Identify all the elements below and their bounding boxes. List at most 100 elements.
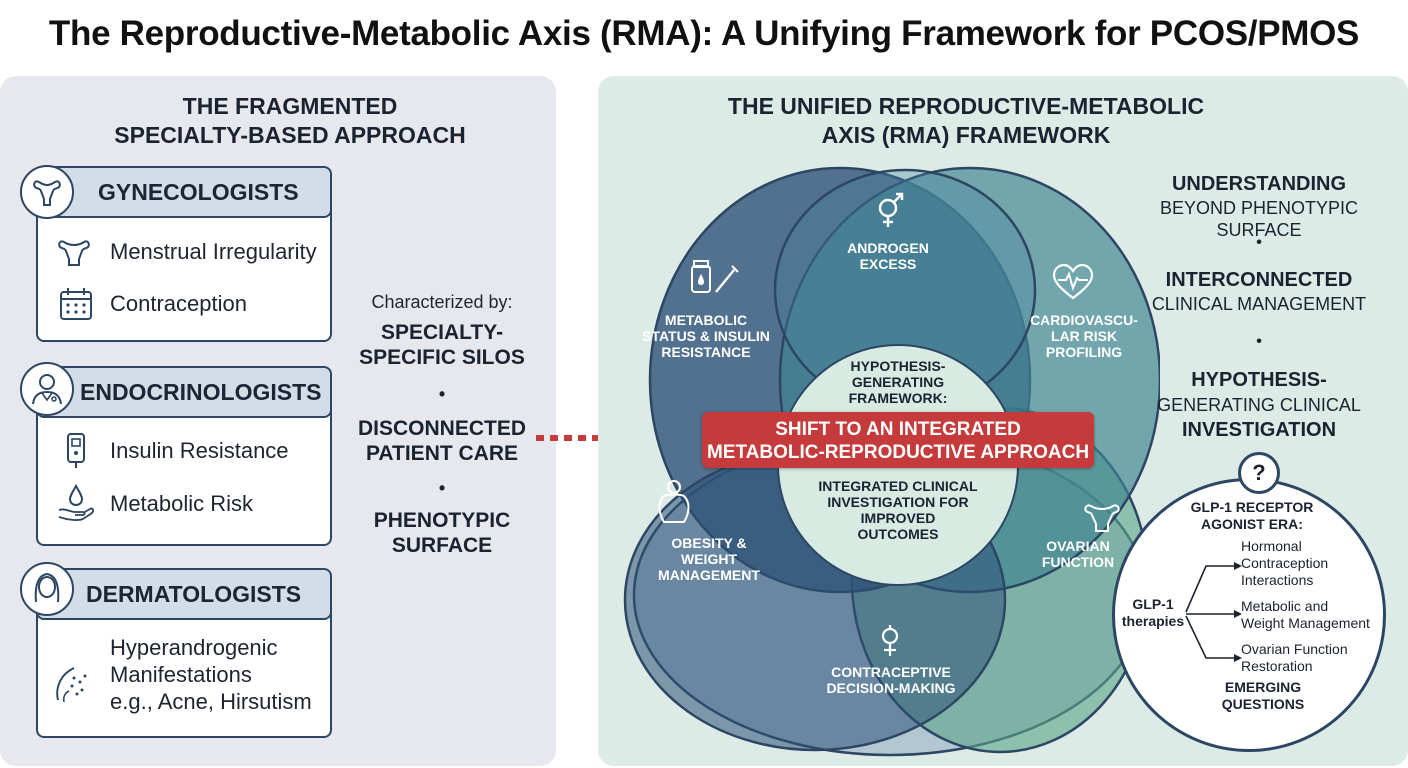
gender-symbol-icon bbox=[878, 192, 904, 227]
emerging-line1: EMERGING bbox=[1224, 679, 1302, 695]
benefit-hypothesis-text: GENERATING CLINICAL bbox=[1157, 395, 1361, 415]
ovarian-line2: FUNCTION bbox=[1041, 554, 1115, 570]
hyperandrogenic-line3: e.g., Acne, Hirsutism bbox=[110, 689, 312, 714]
glp-heading-line2: AGONIST ERA: bbox=[1201, 516, 1303, 532]
characterized-by-label: Characterized by: bbox=[371, 292, 513, 312]
endocrinologists-label: ENDOCRINOLOGISTS bbox=[80, 379, 322, 405]
metabolic-line3: RESISTANCE bbox=[661, 344, 751, 360]
hyperandrogenic-line1: Hyperandrogenic bbox=[110, 635, 278, 660]
unified-framework-heading: THE UNIFIED REPRODUCTIVE-METABOLIC AXIS … bbox=[636, 92, 1296, 150]
target1-line1: Hormonal bbox=[1241, 538, 1302, 554]
uterus-icon bbox=[20, 165, 74, 219]
glp-source-line2: therapies bbox=[1121, 613, 1185, 629]
integrated-investigation-label: INTEGRATED CLINICAL INVESTIGATION FOR IM… bbox=[798, 478, 998, 542]
investigation-line4: OUTCOMES bbox=[857, 526, 939, 542]
benefit-investigation-title: INVESTIGATION bbox=[1181, 419, 1337, 441]
glp-target-metabolic: Metabolic and Weight Management bbox=[1241, 598, 1370, 632]
integrated-approach-banner: SHIFT TO AN INTEGRATED METABOLIC-REPRODU… bbox=[702, 412, 1094, 468]
gynecologists-header: GYNECOLOGISTS bbox=[36, 166, 332, 218]
skin-icon bbox=[52, 664, 92, 704]
obesity-weight-label: OBESITY & WEIGHT MANAGEMENT bbox=[644, 535, 774, 583]
glp1-era-circle bbox=[1112, 478, 1386, 752]
cardio-line1: CARDIOVASCU- bbox=[1030, 312, 1138, 328]
venn-diagram bbox=[623, 166, 1160, 757]
metabolic-line2: STATUS & INSULIN bbox=[642, 328, 770, 344]
cardio-line3: PROFILING bbox=[1045, 344, 1123, 360]
benefit-understanding-title: UNDERSTANDING bbox=[1171, 173, 1347, 195]
investigation-line1: INTEGRATED CLINICAL bbox=[818, 478, 978, 494]
androgen-excess-label: ANDROGEN EXCESS bbox=[818, 240, 958, 272]
bullet-separator: • bbox=[1256, 234, 1262, 251]
androgen-line2: EXCESS bbox=[859, 256, 917, 272]
doctor-icon bbox=[20, 362, 74, 416]
gynecologists-label: GYNECOLOGISTS bbox=[98, 179, 299, 205]
glp1-therapies-label: GLP-1 therapies bbox=[1118, 596, 1188, 630]
unified-heading-line2: AXIS (RMA) FRAMEWORK bbox=[821, 122, 1111, 148]
banner-line1: SHIFT TO AN INTEGRATED bbox=[775, 419, 1021, 440]
bullet-separator: • bbox=[438, 478, 446, 498]
fragmented-heading-line2: SPECIALTY-BASED APPROACH bbox=[114, 122, 466, 148]
drop-hand-icon bbox=[56, 482, 96, 522]
ovarian-line1: OVARIAN bbox=[1046, 538, 1110, 554]
investigation-line3: IMPROVED bbox=[860, 510, 936, 526]
contraception-label: Contraception bbox=[110, 291, 247, 316]
target1-line3: Interactions bbox=[1241, 572, 1314, 588]
glp1-era-heading: GLP-1 RECEPTOR AGONIST ERA: bbox=[1182, 499, 1322, 533]
obesity-line3: MANAGEMENT bbox=[658, 567, 760, 583]
metabolic-risk-label: Metabolic Risk bbox=[110, 491, 254, 516]
disconnected-line1: DISCONNECTED bbox=[357, 417, 526, 440]
characteristic-silos: SPECIALTY- SPECIFIC SILOS bbox=[352, 320, 532, 370]
emerging-questions-label: EMERGING QUESTIONS bbox=[1198, 679, 1328, 713]
glp-heading-line1: GLP-1 RECEPTOR bbox=[1190, 499, 1314, 515]
dermatologists-label: DERMATOLOGISTS bbox=[86, 581, 302, 607]
hypothesis-line1: HYPOTHESIS- bbox=[850, 358, 946, 374]
benefit-interconnected-text: CLINICAL MANAGEMENT bbox=[1151, 294, 1367, 314]
unified-heading-line1: THE UNIFIED REPRODUCTIVE-METABOLIC bbox=[727, 93, 1205, 119]
metabolic-status-label: METABOLIC STATUS & INSULIN RESISTANCE bbox=[632, 312, 780, 360]
phenotypic-line2: SURFACE bbox=[391, 534, 493, 557]
insulin-resistance-label: Insulin Resistance bbox=[110, 438, 289, 463]
cardiovascular-risk-label: CARDIOVASCU- LAR RISK PROFILING bbox=[1016, 312, 1152, 360]
glp-source-line1: GLP-1 bbox=[1132, 596, 1174, 612]
obesity-line1: OBESITY & bbox=[671, 535, 747, 551]
woman-face-icon bbox=[20, 562, 74, 616]
calendar-icon bbox=[56, 284, 96, 324]
body-icon bbox=[658, 480, 690, 523]
fragmented-approach-heading: THE FRAGMENTED SPECIALTY-BASED APPROACH bbox=[60, 92, 520, 150]
menstrual-irregularity-label: Menstrual Irregularity bbox=[110, 239, 317, 264]
target3-line1: Ovarian Function bbox=[1241, 641, 1348, 657]
cardio-line2: LAR RISK bbox=[1050, 328, 1118, 344]
medication-icon bbox=[691, 260, 739, 293]
benefit-hypothesis-title: HYPOTHESIS- bbox=[1191, 369, 1327, 391]
ovarian-function-label: OVARIAN FUNCTION bbox=[1026, 538, 1130, 570]
silos-line2: SPECIFIC SILOS bbox=[359, 346, 525, 369]
phenotypic-line1: PHENOTYPIC bbox=[373, 509, 511, 532]
characteristic-phenotypic-surface: PHENOTYPIC SURFACE bbox=[352, 508, 532, 558]
fragmented-heading-line1: THE FRAGMENTED bbox=[182, 93, 398, 119]
metabolic-line1: METABOLIC bbox=[664, 312, 748, 328]
glp-target-ovarian: Ovarian Function Restoration bbox=[1241, 641, 1348, 675]
obesity-line2: WEIGHT bbox=[681, 551, 737, 567]
benefit-interconnected-title: INTERCONNECTED bbox=[1165, 269, 1353, 291]
glp1-arrows bbox=[1185, 562, 1242, 662]
hypothesis-framework-label: HYPOTHESIS- GENERATING FRAMEWORK: bbox=[808, 358, 988, 406]
glucose-meter-icon bbox=[56, 430, 96, 470]
emerging-line2: QUESTIONS bbox=[1221, 696, 1305, 712]
page-title: The Reproductive-Metabolic Axis (RMA): A… bbox=[48, 14, 1360, 53]
banner-line2: METABOLIC-REPRODUCTIVE APPROACH bbox=[706, 442, 1090, 463]
endocrinologists-header: ENDOCRINOLOGISTS bbox=[36, 366, 332, 418]
androgen-line1: ANDROGEN bbox=[847, 240, 929, 256]
bullet-separator: • bbox=[1256, 333, 1262, 350]
contraceptive-symbol-icon bbox=[881, 625, 899, 656]
target2-line2: Weight Management bbox=[1241, 615, 1370, 631]
uterus-icon bbox=[54, 232, 94, 272]
contraceptive-line2: DECISION-MAKING bbox=[826, 680, 956, 696]
characteristic-disconnected-care: DISCONNECTED PATIENT CARE bbox=[352, 416, 532, 466]
uterus-icon bbox=[1084, 504, 1120, 532]
target1-line2: Contraception bbox=[1241, 555, 1329, 571]
glp-target-contraception: Hormonal Contraception Interactions bbox=[1241, 538, 1328, 589]
target3-line2: Restoration bbox=[1241, 658, 1313, 674]
hyperandrogenic-line2: Manifestations bbox=[110, 662, 252, 687]
question-icon: ? bbox=[1238, 452, 1280, 494]
bullet-separator: • bbox=[438, 384, 446, 404]
